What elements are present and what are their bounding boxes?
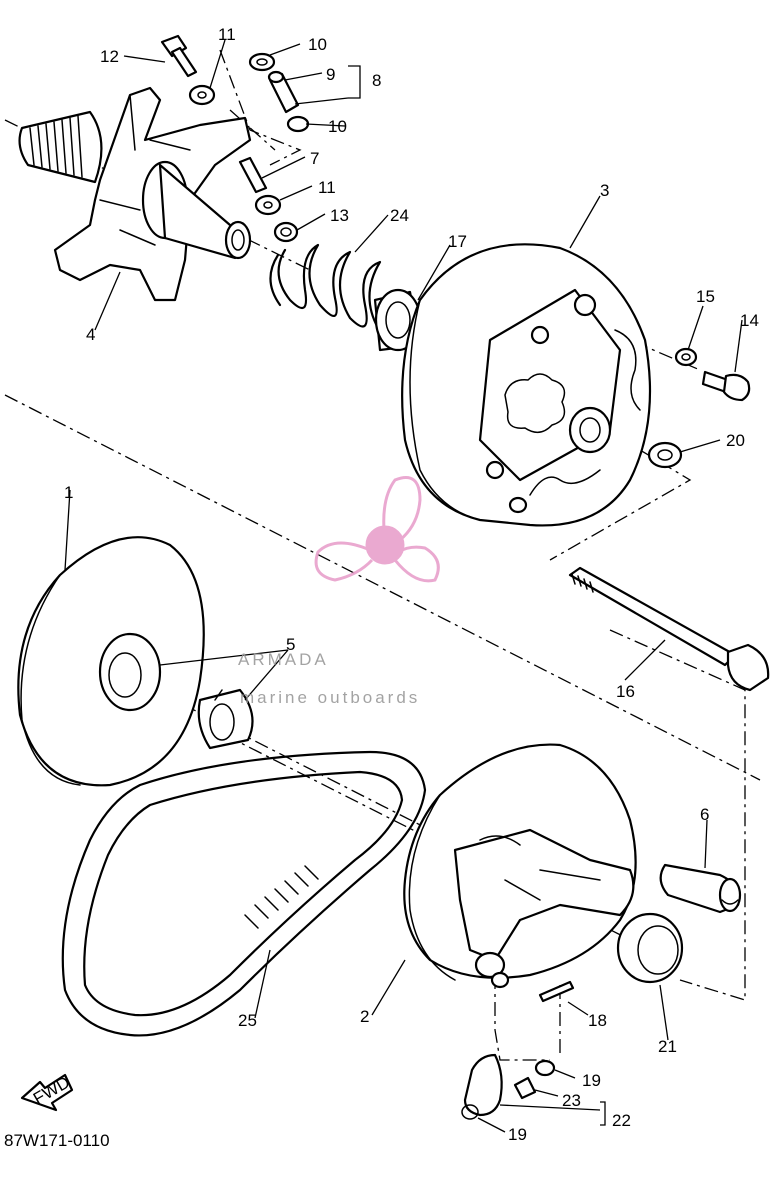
callout-23: 23: [562, 1091, 581, 1110]
callout-11: 11: [318, 178, 336, 197]
primary-fixed-sheave: [18, 86, 252, 302]
callout-6: 6: [700, 805, 709, 824]
callout-9: 9: [326, 65, 335, 84]
through-bolt: [568, 566, 770, 692]
callout-24: 24: [390, 206, 409, 225]
callout-13: 13: [330, 206, 349, 225]
sliding-sheave-cover: [401, 243, 652, 527]
callout-20: 20: [726, 431, 745, 450]
callout-12: 12: [100, 47, 119, 66]
callout-2: 2: [360, 1007, 369, 1026]
callout-10: 10: [328, 117, 347, 136]
callout-leaders: [64, 39, 743, 1133]
drawing-code: 87W171-0110: [4, 1131, 110, 1150]
callout-7: 7: [310, 149, 319, 168]
secondary-sliding-sheave: [403, 743, 637, 989]
watermark-brand: ARMADA: [238, 650, 329, 669]
watermark-tagline: marine outboards: [240, 688, 420, 707]
sheave-fasteners: [647, 347, 751, 469]
callout-labels: 12 11 10 9 8 10 7 11 3 13 24 17 4 15 14 …: [64, 25, 759, 1144]
callout-17: 17: [448, 232, 467, 251]
callout-10: 10: [308, 35, 327, 54]
cam-sleeve: [659, 863, 742, 914]
callout-19: 19: [508, 1125, 527, 1144]
callout-25: 25: [238, 1011, 257, 1030]
callout-1: 1: [64, 483, 73, 502]
callout-3: 3: [600, 181, 609, 200]
callout-15: 15: [696, 287, 715, 306]
secondary-fixed-sheave: [17, 536, 205, 787]
callout-16: 16: [616, 682, 635, 701]
armada-watermark: ARMADA marine outboards: [238, 476, 440, 707]
drive-belt: [61, 750, 427, 1037]
forward-direction-arrow: FWD: [20, 1073, 74, 1112]
callout-18: 18: [588, 1011, 607, 1030]
callout-5: 5: [286, 635, 295, 654]
callout-4: 4: [86, 325, 95, 344]
callout-14: 14: [740, 311, 759, 330]
oil-seal: [616, 912, 684, 984]
callout-21: 21: [658, 1037, 677, 1056]
split-bushing: [197, 688, 254, 750]
propeller-logo-icon: [314, 476, 440, 583]
callout-22: 22: [612, 1111, 631, 1130]
callout-19: 19: [582, 1071, 601, 1090]
callout-11: 11: [218, 25, 236, 44]
cam-hardware: [461, 980, 575, 1120]
weight-hardware: [160, 34, 310, 243]
compression-spring: [269, 243, 382, 330]
callout-8: 8: [372, 71, 381, 90]
